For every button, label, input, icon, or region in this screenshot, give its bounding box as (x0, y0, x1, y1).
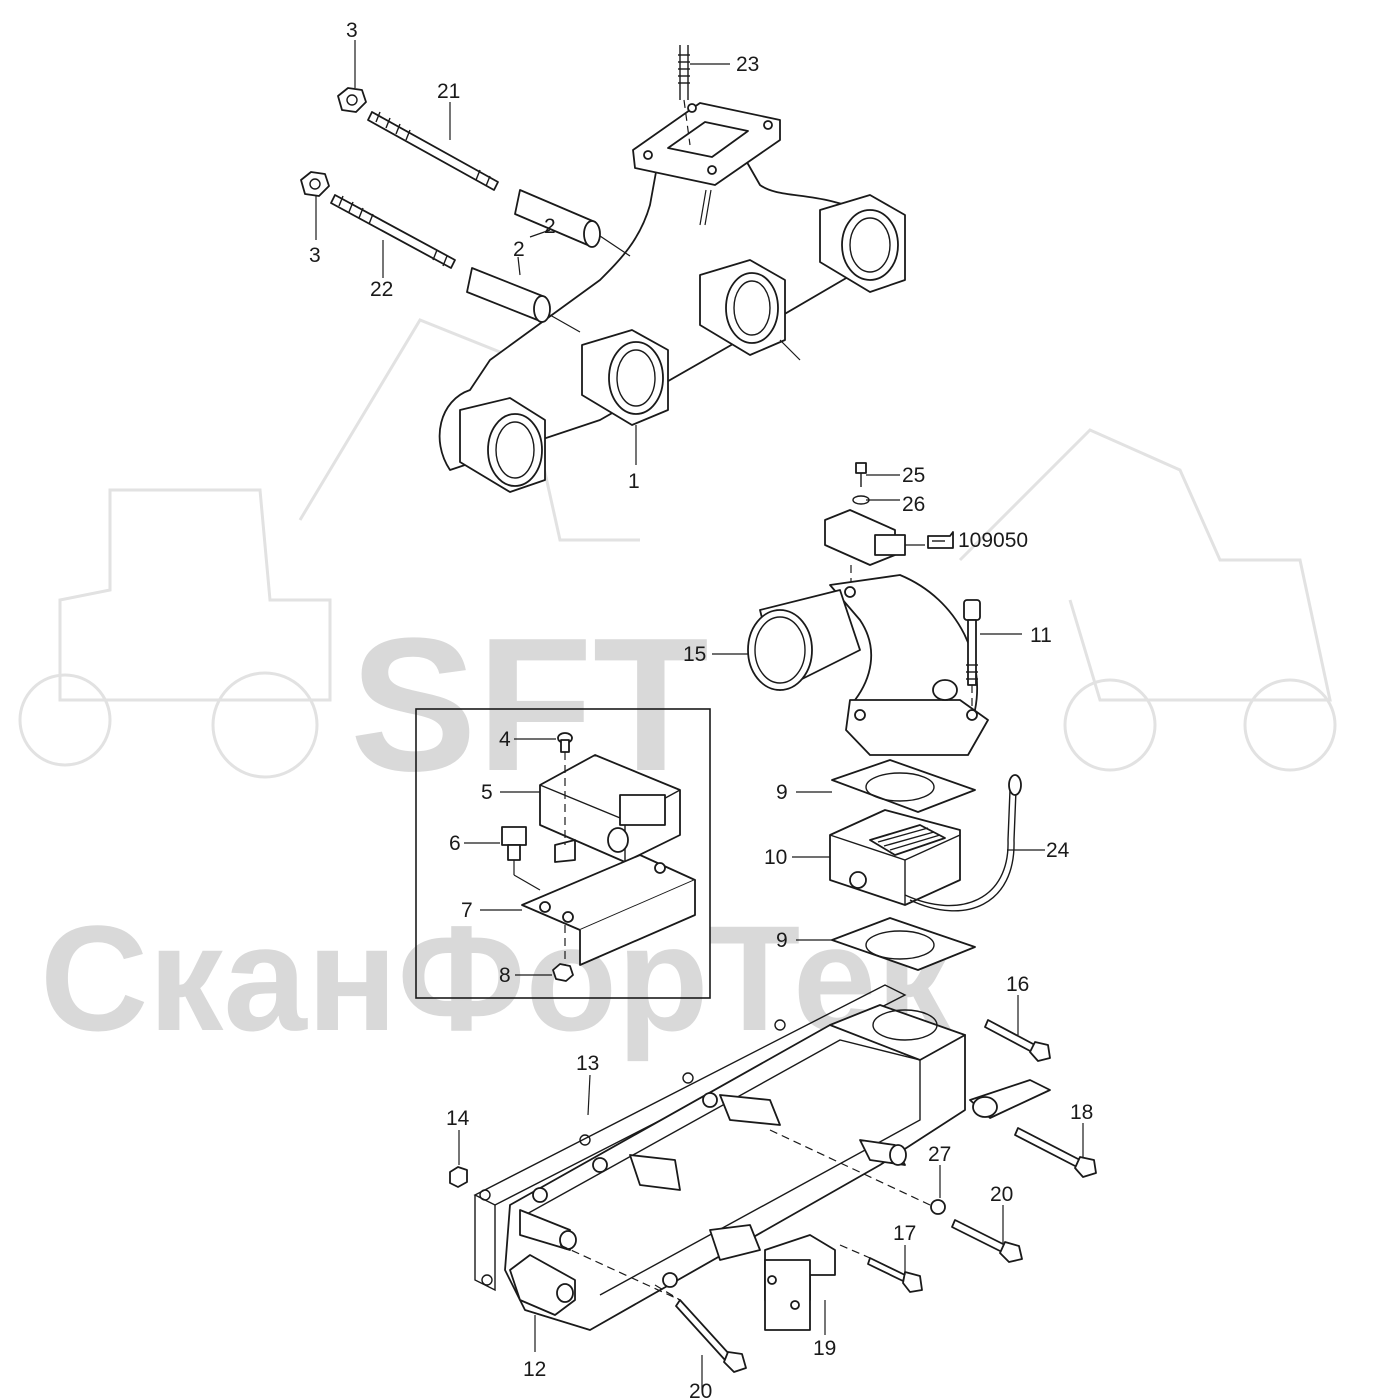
callout-3-top: 3 (346, 19, 358, 42)
gasket-lower (831, 917, 976, 971)
long-bolt-22 (300, 171, 581, 333)
callout-24: 24 (1046, 839, 1070, 862)
watermark-brand: SFT (350, 599, 709, 811)
callout-1: 1 (628, 470, 640, 493)
watermark-company: СканФорТек (40, 894, 952, 1062)
callout-11: 11 (1030, 624, 1052, 647)
long-bolt-21 (337, 87, 631, 257)
callout-12: 12 (523, 1358, 546, 1381)
bolt-16 (984, 1019, 1051, 1062)
callout-6: 6 (449, 832, 461, 855)
callout-7: 7 (461, 899, 473, 922)
intake-manifold (473, 984, 966, 1331)
callout-19: 19 (813, 1337, 836, 1360)
callout-26: 26 (902, 493, 925, 516)
callout-17: 17 (893, 1222, 916, 1245)
bolt-17 (839, 1244, 923, 1293)
callout-4: 4 (499, 728, 511, 751)
callout-18: 18 (1070, 1101, 1093, 1124)
callout-ref-109050: 109050 (958, 529, 1028, 552)
callout-9-lower: 9 (776, 929, 788, 952)
bolt-20-right (930, 1199, 1023, 1263)
bolt-20-lower (654, 1284, 747, 1373)
leader-lines (315, 40, 1084, 1390)
bolt-11 (963, 599, 981, 710)
sensor-assembly (824, 462, 925, 590)
callout-16: 16 (1006, 973, 1029, 996)
callout-3-lower: 3 (309, 244, 321, 267)
callout-10: 10 (764, 846, 787, 869)
callout-numbers: 3 21 3 22 2 2 23 1 25 26 109050 11 15 9 … (309, 19, 1093, 1400)
callout-20-bottom: 20 (689, 1380, 712, 1400)
intake-heater (829, 774, 1022, 912)
callout-15: 15 (683, 643, 706, 666)
bracket-19 (764, 1234, 836, 1331)
callout-5: 5 (481, 781, 493, 804)
pointing-hand-icon (927, 531, 954, 549)
callout-2-lower: 2 (513, 238, 525, 261)
gasket-upper (831, 759, 976, 813)
callout-20-right: 20 (990, 1183, 1013, 1206)
relay-inset (415, 708, 711, 999)
intake-elbow (747, 574, 989, 756)
callout-14: 14 (446, 1107, 470, 1130)
callout-27: 27 (928, 1143, 951, 1166)
callout-21: 21 (437, 80, 460, 103)
stud-23 (678, 45, 691, 146)
callout-9-upper: 9 (776, 781, 788, 804)
callout-23: 23 (736, 53, 759, 76)
plug-14 (449, 1166, 468, 1188)
callout-22: 22 (370, 278, 393, 301)
bolt-18-lift-eye (969, 1079, 1097, 1178)
callout-13: 13 (576, 1052, 599, 1075)
callout-8: 8 (499, 964, 511, 987)
exhaust-manifold (438, 102, 906, 493)
watermark: SFT СканФорТек (18, 318, 1337, 1062)
callout-2-upper: 2 (544, 215, 556, 238)
callout-25: 25 (902, 464, 925, 487)
